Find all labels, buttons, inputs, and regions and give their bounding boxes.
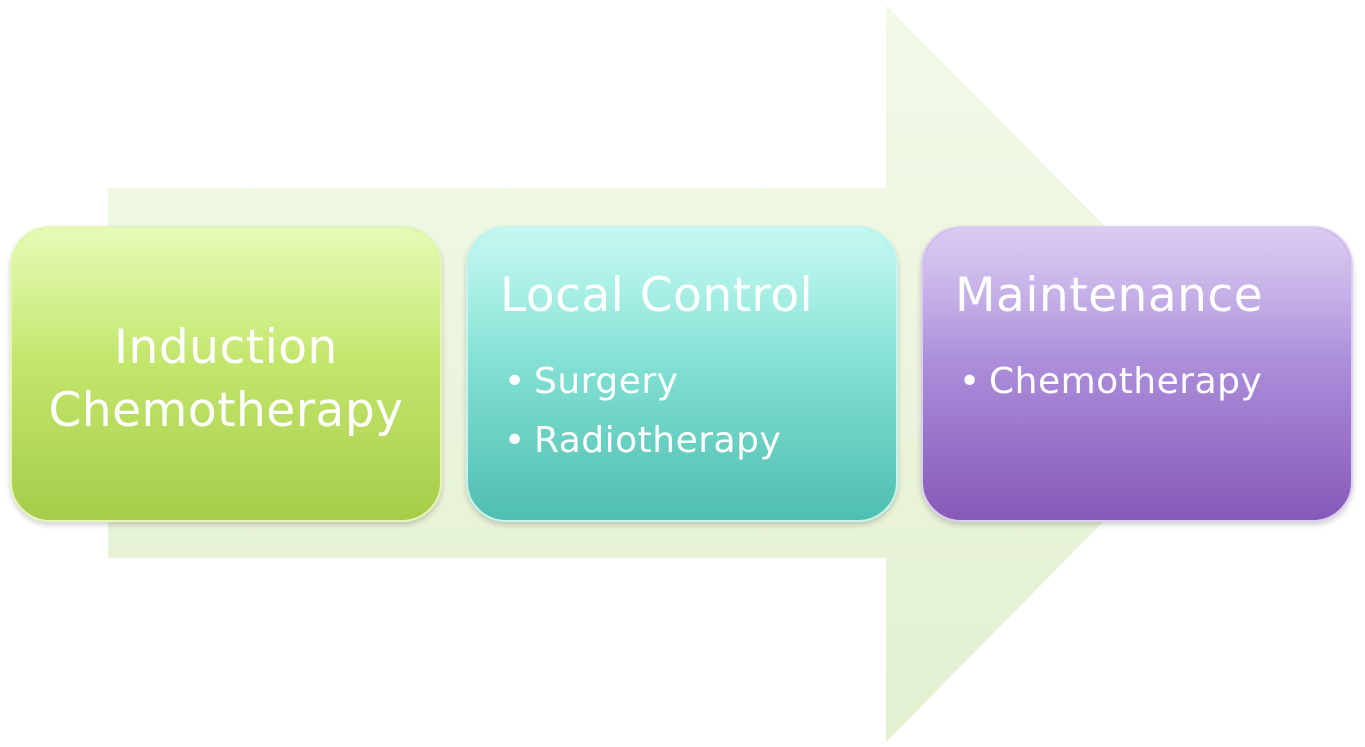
bullet-icon: • — [504, 361, 526, 402]
bullet-icon: • — [959, 361, 981, 402]
stage-local-control: Local Control •Surgery •Radiotherapy — [466, 226, 898, 522]
stage-title-line-1: Induction — [114, 320, 338, 375]
stage-maintenance: Maintenance •Chemotherapy — [921, 226, 1353, 522]
stage-title-maintenance: Maintenance — [955, 268, 1264, 323]
list-item-label: Chemotherapy — [989, 361, 1263, 402]
stage-title-induction: Induction Chemotherapy — [12, 316, 440, 442]
stage-title-line-2: Chemotherapy — [48, 383, 404, 438]
stage-items-maintenance: •Chemotherapy — [959, 352, 1262, 411]
stage-items-local-control: •Surgery •Radiotherapy — [504, 352, 781, 470]
stage-induction-chemotherapy: Induction Chemotherapy — [10, 226, 442, 522]
list-item: •Surgery — [504, 352, 781, 411]
bullet-icon: • — [504, 420, 526, 461]
list-item: •Radiotherapy — [504, 411, 781, 470]
list-item-label: Surgery — [534, 361, 679, 402]
list-item: •Chemotherapy — [959, 352, 1262, 411]
stage-title-local-control: Local Control — [500, 268, 814, 323]
list-item-label: Radiotherapy — [534, 420, 782, 461]
